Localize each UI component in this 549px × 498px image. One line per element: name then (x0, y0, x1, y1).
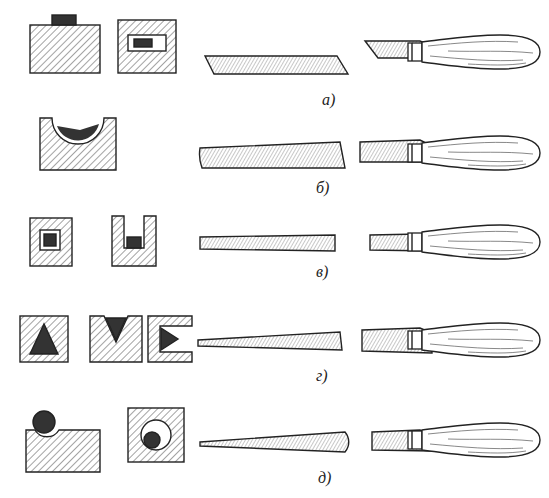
figure-letter: в) (316, 264, 328, 280)
figure-letter: б) (316, 180, 329, 196)
figure-letter: г) (316, 368, 328, 384)
figure-letter: д) (318, 470, 331, 486)
figure-letter: а) (322, 92, 335, 108)
